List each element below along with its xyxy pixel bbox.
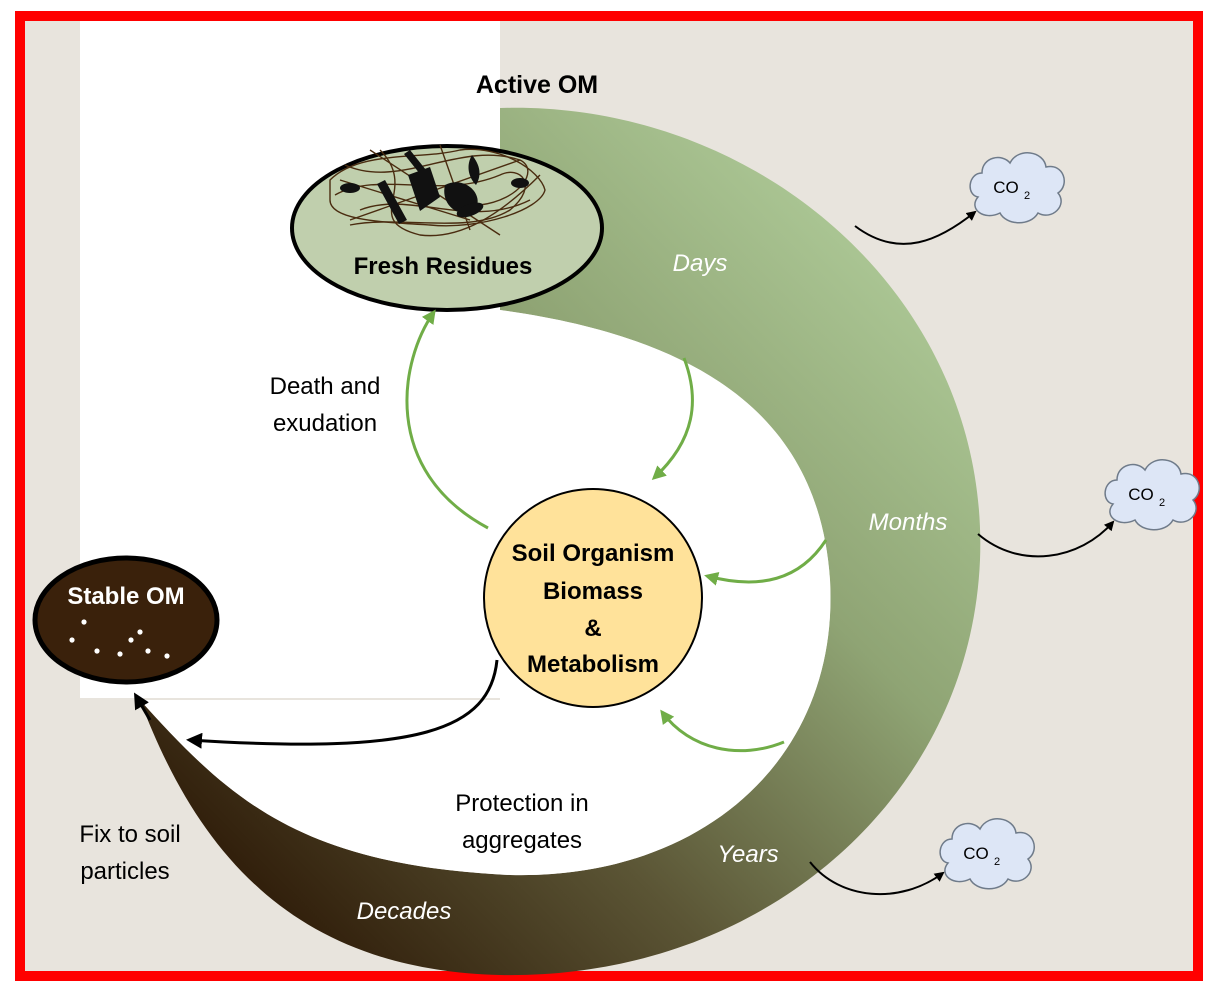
co2-text: CO [993, 178, 1019, 197]
co2-months-arrow [977, 520, 1115, 558]
years-to-organism-arrow [660, 709, 785, 753]
stable-om-node: Stable OM [32, 555, 220, 685]
active-om-label: Active OM [476, 71, 598, 99]
co2-text: CO [1128, 485, 1154, 504]
soil-organism-line-1: Soil Organism [512, 540, 675, 567]
stable-om-particles-icon [69, 619, 170, 659]
co2-subscript: 2 [1024, 190, 1030, 202]
fix-soil-line-2: particles [80, 858, 169, 885]
red-frame [15, 11, 1203, 981]
residue-to-organism-arrow [651, 357, 694, 481]
death-exudation-line-1: Death and [270, 373, 381, 400]
fresh-residues-node: Fresh Residues [290, 144, 604, 312]
years-label: Years [717, 841, 778, 868]
protection-line-1: Protection in [455, 790, 588, 817]
co2-subscript: 2 [994, 856, 1000, 868]
residue-debris-icon [340, 150, 529, 224]
protection-line-2: aggregates [462, 827, 582, 854]
soil-organism-line-4: Metabolism [527, 651, 659, 678]
co2-cloud-days: CO 2 [969, 152, 1065, 224]
months-label: Months [869, 509, 948, 536]
soil-organism-node: Soil Organism Biomass & Metabolism [483, 488, 703, 708]
days-label: Days [673, 250, 728, 277]
co2-days-arrow [854, 210, 977, 245]
stable-om-label: Stable OM [67, 583, 184, 610]
death-exudation-line-2: exudation [273, 410, 377, 437]
fresh-residues-label: Fresh Residues [354, 253, 533, 280]
protection-arrow [186, 659, 499, 749]
soil-organism-line-3: & [584, 615, 601, 642]
co2-cloud-years: CO 2 [939, 818, 1035, 890]
decades-arrow [133, 692, 152, 721]
co2-years-arrow [809, 861, 945, 896]
months-to-organism-arrow [704, 539, 828, 586]
co2-cloud-months: CO 2 [1104, 459, 1200, 531]
fix-soil-line-1: Fix to soil [79, 821, 180, 848]
soil-organism-line-2: Biomass [543, 578, 643, 605]
co2-subscript: 2 [1159, 497, 1165, 509]
co2-text: CO [963, 844, 989, 863]
decades-label: Decades [357, 898, 452, 925]
timescale-band [140, 107, 981, 976]
death-exudation-arrow [405, 309, 489, 530]
inner-area [140, 310, 831, 876]
